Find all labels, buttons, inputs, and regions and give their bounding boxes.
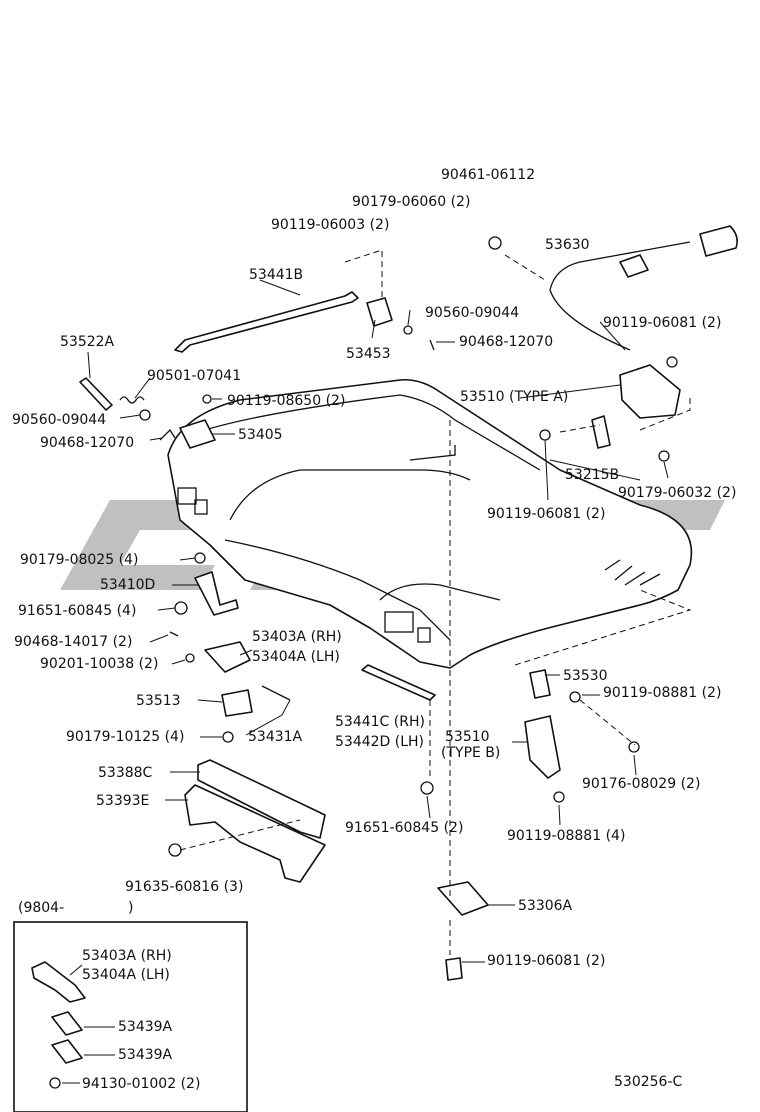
inset-label-94130-01002: 94130-01002 (2) bbox=[82, 1076, 200, 1092]
label-53441B: 53441B bbox=[249, 267, 303, 283]
label-90201-10038: 90201-10038 (2) bbox=[40, 656, 158, 672]
label-91635-60816: 91635-60816 (3) bbox=[125, 879, 243, 895]
label-53306A: 53306A bbox=[518, 898, 573, 914]
inset-box bbox=[13, 921, 248, 1112]
label-90179-06060: 90179-06060 (2) bbox=[352, 194, 470, 210]
label-90468-12070-left: 90468-12070 bbox=[40, 435, 134, 451]
hood-hinge bbox=[169, 552, 291, 743]
label-53442D-lh: 53442D (LH) bbox=[335, 734, 424, 750]
label-53513: 53513 bbox=[136, 693, 181, 709]
label-90119-08881-b: 90119-08881 (4) bbox=[507, 828, 625, 844]
inset-period-close: ) bbox=[128, 900, 133, 916]
label-90468-12070-top: 90468-12070 bbox=[459, 334, 553, 350]
label-91651-60845-b: 91651-60845 (2) bbox=[345, 820, 463, 836]
inset-label-53439A-2: 53439A bbox=[118, 1047, 173, 1063]
label-53530: 53530 bbox=[563, 668, 608, 684]
hood-panel bbox=[167, 378, 693, 669]
label-90176-08029: 90176-08029 (2) bbox=[582, 776, 700, 792]
inset-label-53404A-lh: 53404A (LH) bbox=[82, 967, 170, 983]
label-53410D: 53410D bbox=[100, 577, 155, 593]
label-53405: 53405 bbox=[238, 427, 283, 443]
front-panel-parts bbox=[168, 759, 326, 883]
label-90119-06081-b: 90119-06081 (2) bbox=[487, 506, 605, 522]
label-90119-06003: 90119-06003 (2) bbox=[271, 217, 389, 233]
label-90119-06081-c: 90119-06081 (2) bbox=[487, 953, 605, 969]
label-90119-08881-a: 90119-08881 (2) bbox=[603, 685, 721, 701]
label-90461-06112: 90461-06112 bbox=[441, 167, 535, 183]
label-53404A-lh: 53404A (LH) bbox=[252, 649, 340, 665]
label-90501-07041: 90501-07041 bbox=[147, 368, 241, 384]
label-90179-10125: 90179-10125 (4) bbox=[66, 729, 184, 745]
label-90119-08650: 90119-08650 (2) bbox=[227, 393, 345, 409]
label-53393E: 53393E bbox=[96, 793, 149, 809]
label-90468-14017: 90468-14017 (2) bbox=[14, 634, 132, 650]
inset-label-53403A-rh: 53403A (RH) bbox=[82, 948, 172, 964]
label-53441C-rh: 53441C (RH) bbox=[335, 714, 425, 730]
part-labels: 90461-06112 90179-06060 (2) 90119-06003 … bbox=[12, 167, 736, 1092]
assembly-lines bbox=[179, 249, 692, 955]
label-53388C: 53388C bbox=[98, 765, 153, 781]
release-cable bbox=[488, 225, 738, 368]
stay-holder-bracket bbox=[366, 297, 435, 351]
label-90179-08025: 90179-08025 (4) bbox=[20, 552, 138, 568]
label-53522A: 53522A bbox=[60, 334, 115, 350]
hood-support-left bbox=[79, 377, 216, 449]
leader-lines bbox=[87, 279, 669, 963]
label-90560-09044-left: 90560-09044 bbox=[12, 412, 106, 428]
diagram-code: 530256-C bbox=[614, 1074, 682, 1090]
label-53630: 53630 bbox=[545, 237, 590, 253]
inset-label-53439A-1: 53439A bbox=[118, 1019, 173, 1035]
hood-lock-type-a bbox=[539, 364, 681, 462]
inset-period-open: (9804- bbox=[18, 900, 64, 916]
label-90179-06032: 90179-06032 (2) bbox=[618, 485, 736, 501]
label-90119-06081-a: 90119-06081 (2) bbox=[603, 315, 721, 331]
label-53453: 53453 bbox=[346, 346, 391, 362]
label-53215B: 53215B bbox=[565, 467, 619, 483]
label-53510-type-b-sub: (TYPE B) bbox=[441, 745, 500, 761]
hood-stay-rod bbox=[174, 291, 359, 353]
label-91651-60845-a: 91651-60845 (4) bbox=[18, 603, 136, 619]
label-53510-type-b: 53510 bbox=[445, 729, 490, 745]
hood-seal-strip bbox=[361, 664, 436, 701]
label-53510-type-a: 53510 (TYPE A) bbox=[460, 389, 568, 405]
label-90560-09044-top: 90560-09044 bbox=[425, 305, 519, 321]
label-53403A-rh: 53403A (RH) bbox=[252, 629, 342, 645]
label-53431A: 53431A bbox=[248, 729, 303, 745]
